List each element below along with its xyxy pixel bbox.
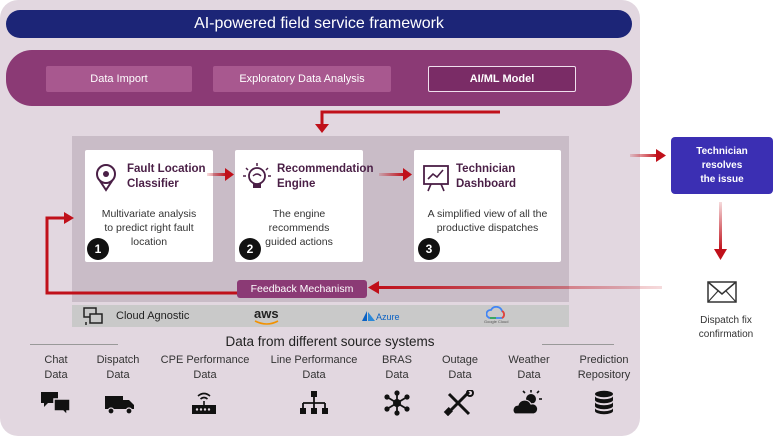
source-prediction-repository: Prediction Repository [572,353,636,383]
arrow-head [64,212,74,224]
step-data-import: Data Import [46,66,192,92]
arrow-head [714,249,727,260]
step-ai-ml-model: AI/ML Model [428,66,576,92]
technician-line: resolves [701,159,743,171]
source-label-line: Data [302,369,326,381]
source-label-line: BRAS [382,354,412,366]
arrow-feedback-loop [45,216,237,295]
arrow-dispatch-to-feedback [378,286,662,289]
chat-icon [41,392,71,416]
card-title: Recommendation Engine [277,162,374,192]
source-bras-data: BRAS Data [374,353,420,383]
source-cpe-performance-data: CPE Performance Data [156,353,254,383]
azure-label: Azure [376,312,400,322]
card-desc-line: guided actions [265,236,333,248]
source-weather-data: Weather Data [500,353,558,383]
card-title: Technician Dashboard [456,162,516,192]
source-label-line: Weather [508,354,550,366]
card-description: A simplified view of all the productive … [420,207,555,235]
aws-logo: aws [254,306,279,321]
arrow-head [225,168,234,181]
framework-title: AI-powered field service framework [6,10,632,38]
database-icon [595,390,613,415]
hub-icon [384,390,410,416]
card-title-line: Recommendation [277,163,374,175]
arrow-technician-to-dispatch [719,202,722,250]
source-label-line: Prediction [579,354,629,366]
source-label-line: Repository [577,369,631,381]
source-label-line: Line Performance [270,354,358,366]
network-icon [300,391,328,414]
truck-icon [105,396,134,415]
lightbulb-icon [243,163,271,188]
google-cloud-label: Google Cloud [484,319,509,324]
arrow-card2-to-card3 [379,173,404,176]
arrow-head [315,124,329,133]
arrow-head [403,168,412,181]
source-outage-data: Outage Data [432,353,488,383]
aws-smile-icon [254,320,279,325]
source-dispatch-data: Dispatch Data [88,353,148,383]
dispatch-line: confirmation [698,329,754,340]
card-desc-line: The engine recommends [268,208,330,234]
card-title: Fault Location Classifier [127,162,206,192]
envelope-icon [707,281,737,303]
dispatch-line: Dispatch fix [700,315,752,326]
card-desc-line: Multivariate analysis [101,208,197,220]
source-label-line: Data [385,369,409,381]
card-desc-line: productive dispatches [436,222,539,234]
arrow-model-to-container [320,110,500,126]
cloud-server-icon [83,307,103,325]
source-chat-data: Chat Data [32,353,80,383]
technician-line: the issue [700,173,744,185]
source-line-performance-data: Line Performance Data [262,353,366,383]
cloud-agnostic-bar [72,305,569,327]
card-title-line: Dashboard [456,178,517,190]
google-cloud-logo-icon [486,306,505,319]
card-title-line: Engine [277,178,316,190]
source-label-line: Chat [44,354,68,366]
source-label-line: Data [106,369,130,381]
azure-logo-icon [362,311,375,321]
source-label-line: Data [44,369,68,381]
card-title-line: Classifier [127,178,179,190]
technician-resolves-box: Technician resolves the issue [671,137,773,194]
card-desc-line: A simplified view of all the [427,208,548,220]
router-icon [192,392,216,414]
step-number-badge: 1 [87,238,109,260]
card-desc-line: to predict right fault [104,222,194,234]
arrow-head [656,149,666,162]
step-number-badge: 2 [239,238,261,260]
arrow-head [368,281,379,294]
arrow-to-technician [630,154,658,157]
source-label-line: Data [193,369,217,381]
card-description: Multivariate analysis to predict right f… [91,207,207,249]
card-desc-line: location [130,236,168,248]
step-number-badge: 3 [418,238,440,260]
dispatch-fix-confirmation: Dispatch fix confirmation [684,314,768,342]
source-label-line: Data [517,369,541,381]
map-pin-icon [96,164,116,192]
sources-divider-gap [118,344,542,345]
source-label-line: Outage [441,354,479,366]
weather-icon [512,390,542,415]
source-label-line: CPE Performance [160,354,250,366]
feedback-mechanism-label: Feedback Mechanism [237,280,367,298]
card-fault-location-classifier: Fault Location Classifier Multivariate a… [85,150,213,262]
cloud-agnostic-label: Cloud Agnostic [116,310,190,322]
sources-title: Data from different source systems [225,334,435,349]
arrow-card1-to-card2 [207,173,227,176]
step-exploratory-data-analysis: Exploratory Data Analysis [213,66,391,92]
technician-line: Technician [696,145,748,157]
tools-icon [443,390,474,416]
card-title-line: Technician [456,163,516,175]
source-label-line: Dispatch [96,354,140,366]
card-description: The engine recommends guided actions [241,207,357,249]
card-title-line: Fault Location [127,163,206,175]
source-label-line: Data [448,369,472,381]
dashboard-icon [423,165,449,192]
